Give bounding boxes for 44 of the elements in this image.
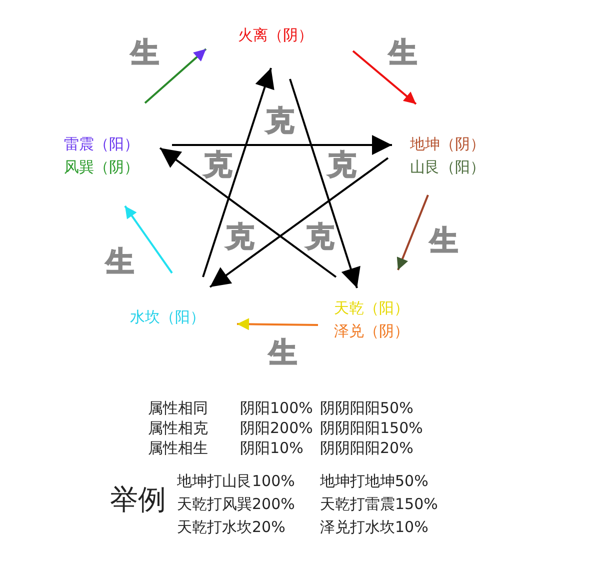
table-text: 天乾打水坎20% <box>177 518 286 536</box>
table-text: 天乾打雷震150% <box>320 495 438 513</box>
trigram-label: 泽兑（阴） <box>334 321 409 342</box>
table-text: 属性相生 <box>148 439 208 457</box>
arrow <box>289 78 360 288</box>
edge-label: 生 <box>389 38 417 68</box>
table-text: 阴阳10% <box>240 439 304 457</box>
table-text: 阴阳100% <box>240 399 313 417</box>
table-text: 属性相同 <box>148 399 208 417</box>
edge-label: 生 <box>106 247 134 277</box>
trigram-label: 水坎（阳） <box>130 307 205 328</box>
arrow <box>202 68 274 278</box>
table-text: 属性相克 <box>148 419 208 437</box>
table-text: 泽兑打水坎10% <box>320 518 428 536</box>
edge-label: 生 <box>430 226 458 256</box>
arrow <box>124 205 173 274</box>
trigram-label: 地坤（阴） <box>410 134 485 155</box>
edge-label: 生 <box>131 38 159 68</box>
edge-label: 克 <box>328 150 356 180</box>
arrow <box>172 135 392 155</box>
trigram-label: 天乾（阳） <box>334 298 409 319</box>
arrow <box>159 147 337 278</box>
section-heading: 举例 <box>110 484 166 516</box>
table-text: 天乾打风巽200% <box>177 495 295 513</box>
table-text: 阴阴阳阳50% <box>320 399 414 417</box>
arrow <box>236 318 318 330</box>
edge-label: 克 <box>266 106 294 136</box>
arrow <box>352 50 417 105</box>
trigram-label: 山艮（阳） <box>410 157 485 178</box>
edge-label: 生 <box>269 338 297 368</box>
table-text: 阴阳200% <box>240 419 313 437</box>
edge-label: 克 <box>306 222 334 252</box>
arrow <box>144 48 207 104</box>
table-text: 地坤打山艮100% <box>177 472 295 490</box>
edge-label: 克 <box>226 222 254 252</box>
edge-label: 克 <box>204 150 232 180</box>
table-text: 地坤打地坤50% <box>320 472 428 490</box>
table-text: 阴阴阳阳150% <box>320 419 423 437</box>
trigram-label: 火离（阴） <box>238 25 313 46</box>
arrow <box>396 194 429 270</box>
table-text: 阴阴阳阳20% <box>320 439 414 457</box>
arrow <box>209 157 389 288</box>
trigram-label: 雷震（阳） <box>64 134 139 155</box>
trigram-label: 风巽（阴） <box>64 157 139 178</box>
